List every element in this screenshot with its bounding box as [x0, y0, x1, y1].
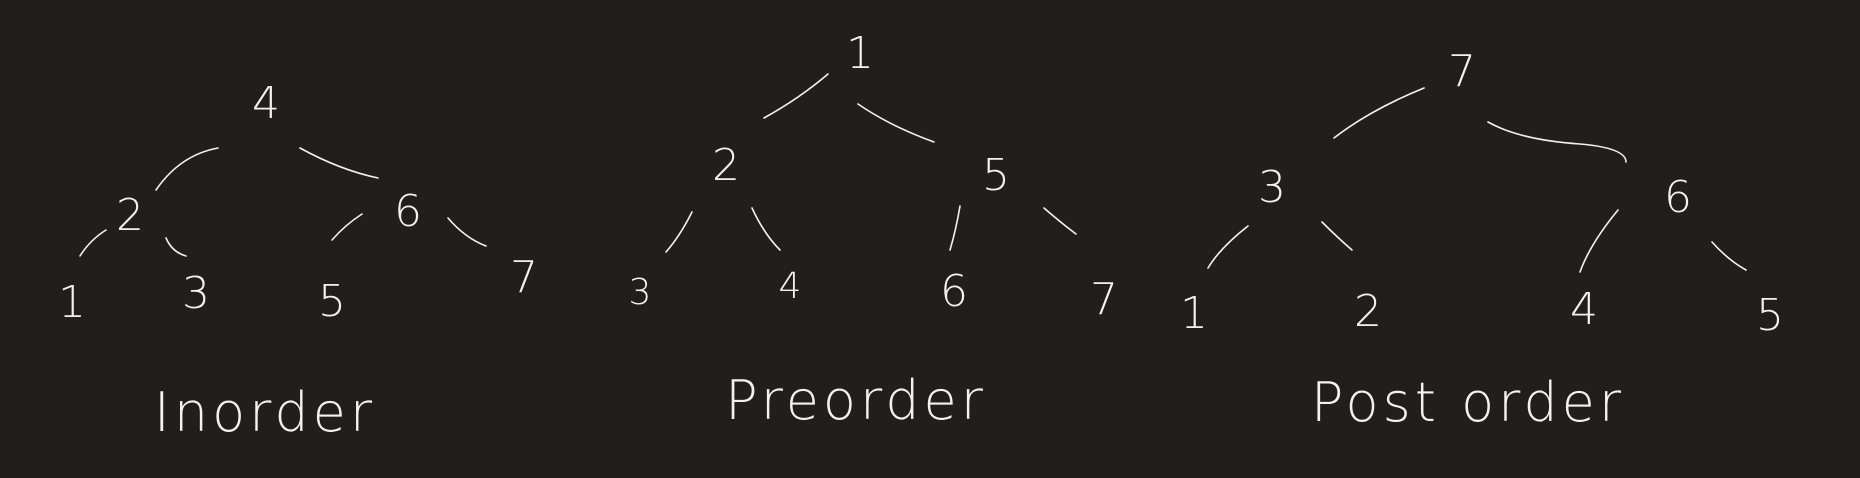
- postorder-edge-root-right: [1487, 121, 1627, 163]
- inorder-edge-root-left: [155, 147, 219, 191]
- postorder-edge-left-lr: [1321, 221, 1353, 251]
- inorder-edge-root-right: [299, 147, 379, 179]
- preorder-edge-right-rl: [949, 205, 961, 251]
- inorder-edge-right-rl: [331, 213, 363, 241]
- preorder-node-rl: 6: [940, 266, 968, 317]
- preorder-node-right: 5: [982, 150, 1010, 201]
- preorder-edge-root-right: [857, 103, 935, 143]
- preorder-tree: 1 2 5 3 4 6 7 Preorder: [629, 28, 1118, 432]
- postorder-node-right: 6: [1664, 172, 1692, 223]
- inorder-node-left: 2: [116, 190, 144, 241]
- postorder-node-ll: 1: [1180, 288, 1208, 339]
- inorder-node-rr: 7: [510, 252, 538, 303]
- preorder-caption: Preorder: [725, 369, 987, 432]
- postorder-caption: Post order: [1311, 371, 1625, 434]
- postorder-node-lr: 2: [1354, 286, 1382, 337]
- inorder-node-ll: 1: [58, 277, 86, 328]
- inorder-node-root: 4: [252, 78, 280, 129]
- postorder-edge-root-left: [1333, 87, 1425, 139]
- preorder-node-lr: 4: [779, 266, 802, 307]
- postorder-node-root: 7: [1448, 46, 1476, 97]
- postorder-node-rr: 5: [1756, 290, 1784, 341]
- inorder-tree: 4 2 6 1 3 5 7 Inorder: [58, 78, 538, 444]
- preorder-node-left: 2: [712, 140, 740, 191]
- inorder-node-lr: 3: [182, 268, 210, 319]
- preorder-node-root: 1: [846, 28, 874, 79]
- postorder-edge-right-rl: [1579, 209, 1619, 273]
- postorder-node-rl: 4: [1570, 284, 1598, 335]
- inorder-caption: Inorder: [154, 381, 376, 444]
- preorder-edge-left-lr: [751, 207, 781, 251]
- postorder-edge-left-ll: [1207, 225, 1249, 269]
- postorder-edge-right-rr: [1711, 241, 1747, 271]
- preorder-node-ll: 3: [629, 272, 652, 313]
- preorder-edge-root-left: [763, 73, 829, 119]
- preorder-edge-left-ll: [665, 211, 693, 253]
- inorder-edge-right-rr: [447, 217, 487, 247]
- preorder-edge-right-rr: [1043, 207, 1077, 235]
- preorder-node-rr: 7: [1090, 274, 1118, 325]
- inorder-edge-left-lr: [165, 237, 187, 257]
- inorder-node-right: 6: [394, 186, 422, 237]
- inorder-node-rl: 5: [318, 276, 346, 327]
- postorder-tree: 7 3 6 1 2 4 5 Post order: [1180, 46, 1784, 434]
- postorder-node-left: 3: [1258, 162, 1286, 213]
- inorder-edge-left-ll: [79, 229, 107, 257]
